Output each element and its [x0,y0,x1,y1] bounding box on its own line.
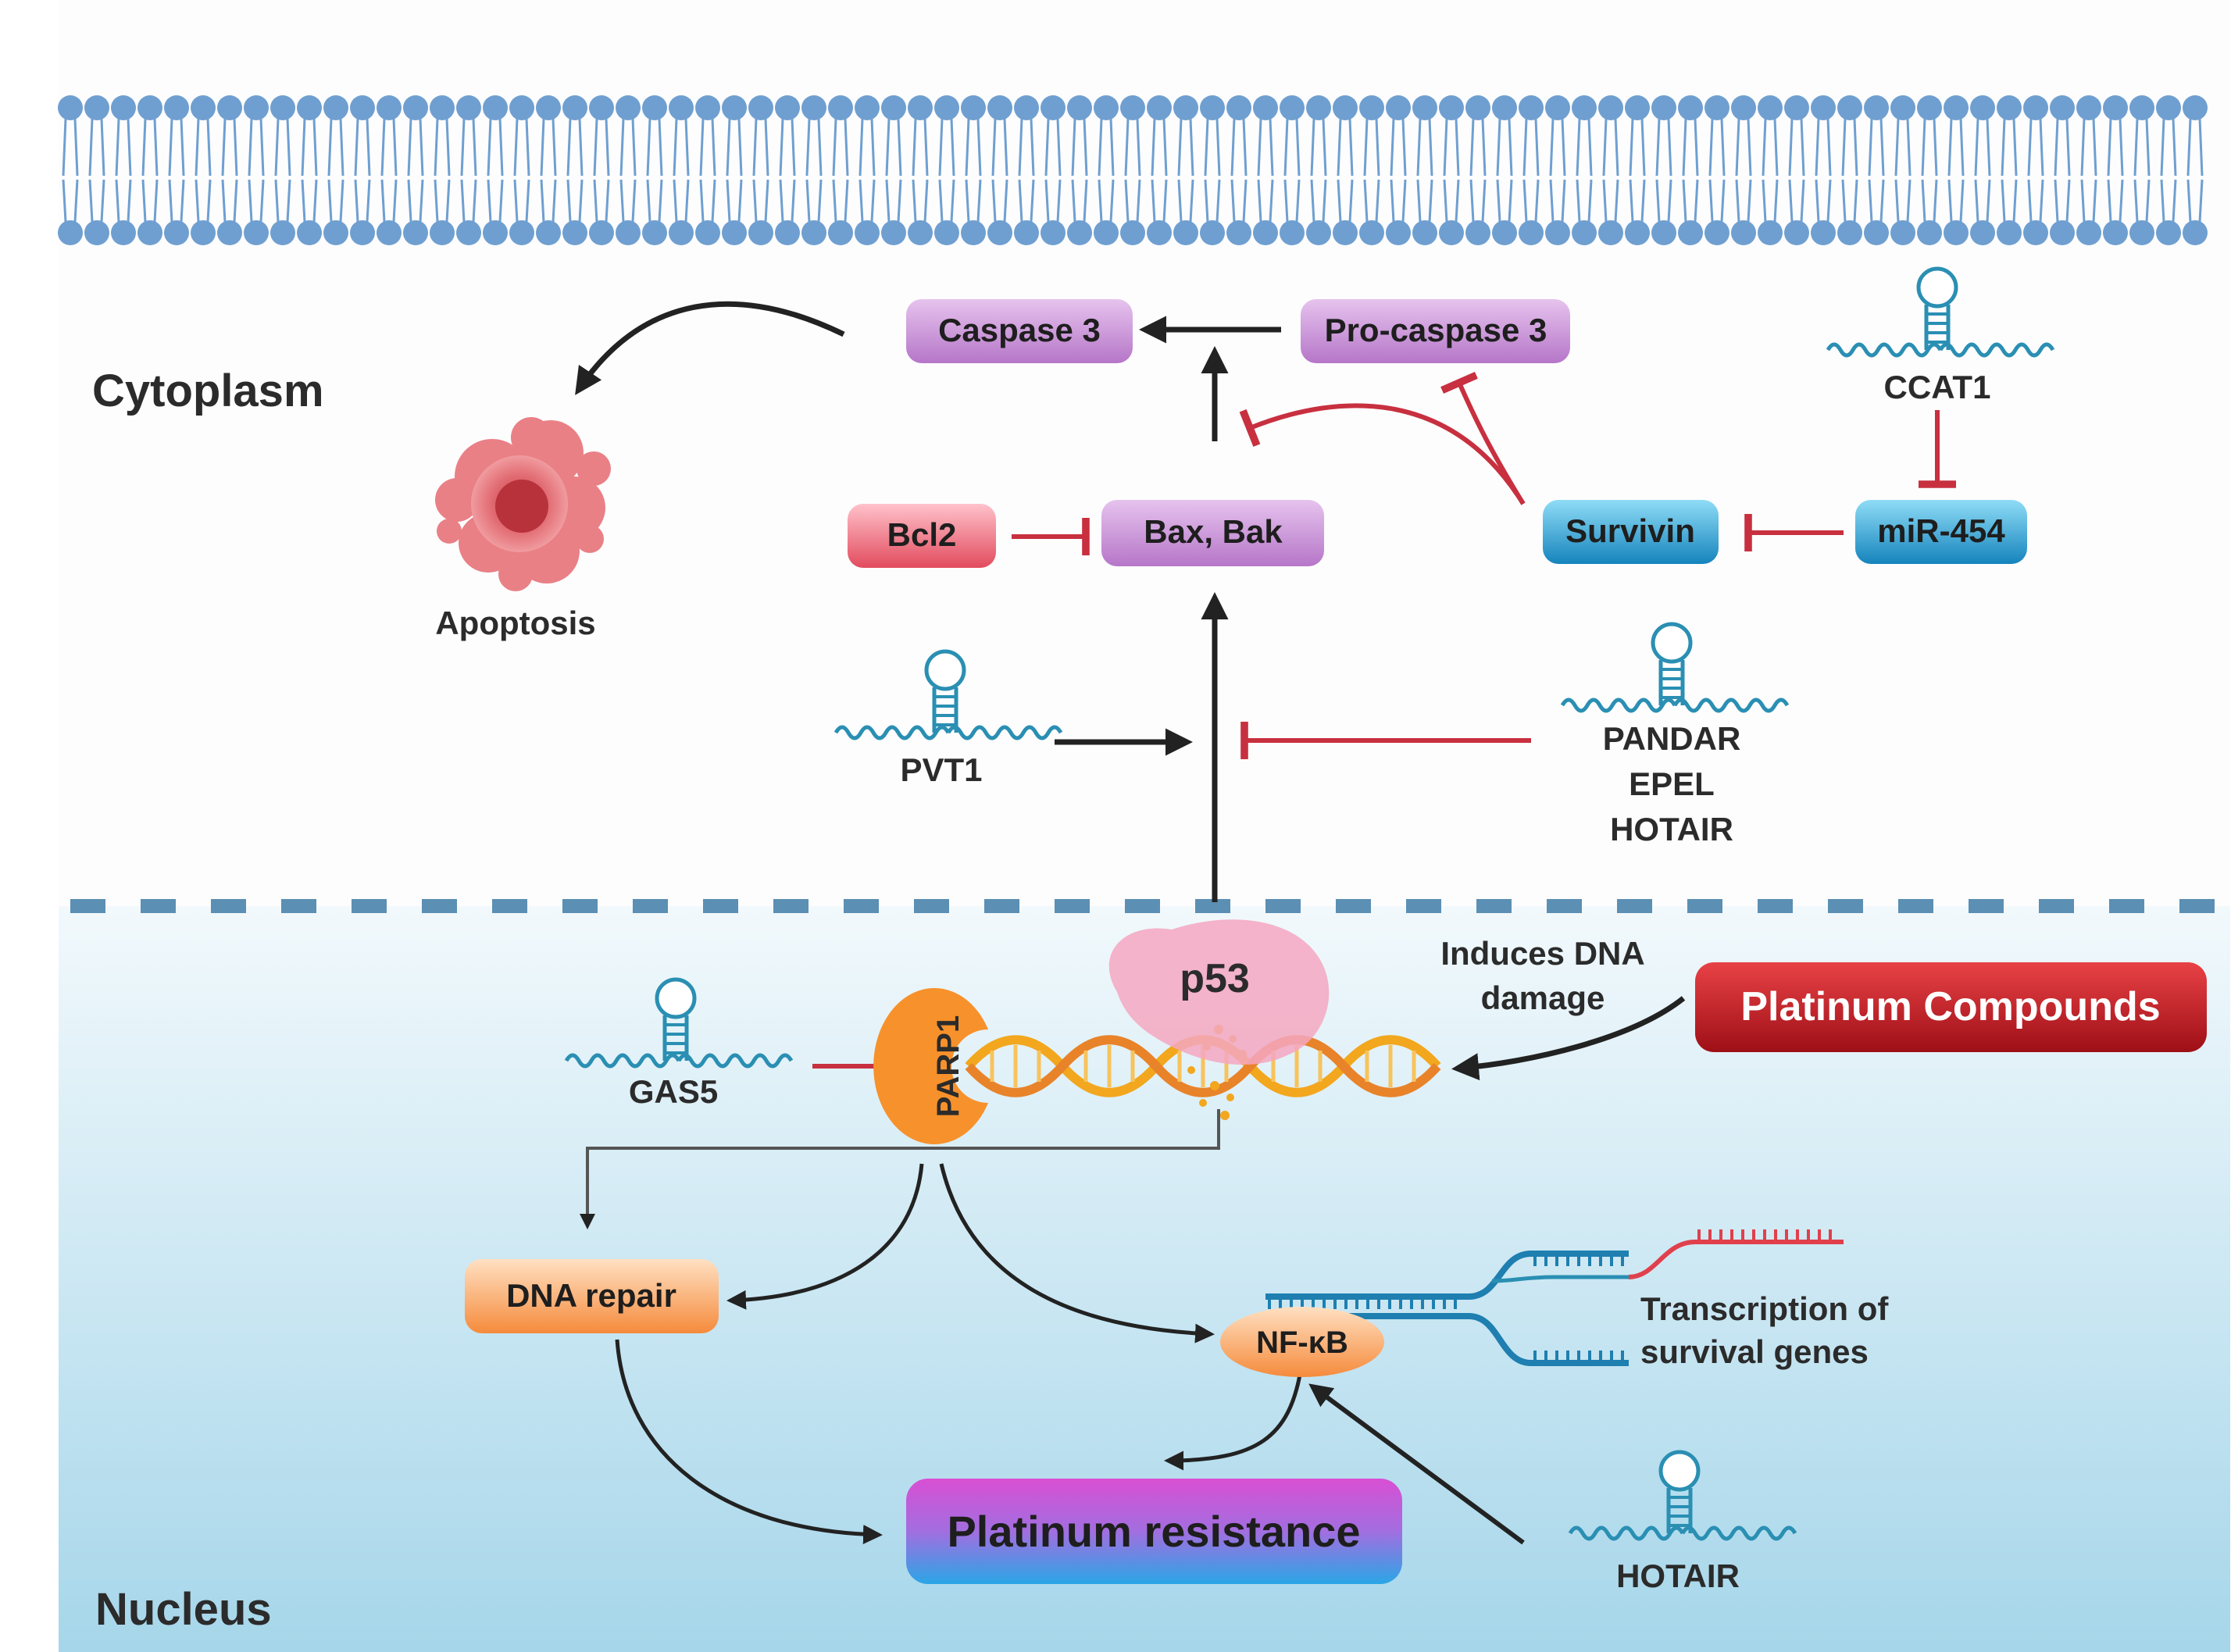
bcl2-node: Bcl2 [848,504,996,568]
dna-repair-node: DNA repair [465,1259,719,1333]
arrow-nfkb-to-resistance [1164,1370,1303,1471]
induces-dna-damage-line1: Induces DNA [1440,935,1644,972]
apoptosis-label: Apoptosis [435,605,595,641]
bcl2-label: Bcl2 [887,516,957,553]
ccat1-label: CCAT1 [1884,369,1991,405]
p53-protein-shape [1108,919,1330,1065]
pandar-label: PANDAR [1603,720,1741,757]
baxbak-label: Bax, Bak [1144,513,1283,550]
parp1-label: PARP1 [931,1015,966,1117]
arrow-hotair-to-nfkb [1308,1383,1525,1545]
pvt1-label: PVT1 [900,751,982,788]
survivin-label: Survivin [1565,512,1695,549]
transcription-label-line2: survival genes [1640,1333,1869,1370]
arrow-parp1-to-nfkb [939,1163,1215,1343]
mir454-node: miR-454 [1855,500,2027,564]
procaspase3-label: Pro-caspase 3 [1325,312,1547,348]
dna-repair-label: DNA repair [506,1277,676,1314]
gas5-label: GAS5 [629,1073,718,1110]
arrow-caspase3-to-apoptosis [575,301,845,395]
transcription-label-line1: Transcription of [1640,1290,1889,1327]
region-label-cytoplasm: Cytoplasm [92,366,324,416]
platinum-resistance-label: Platinum resistance [947,1507,1360,1556]
caspase3-label: Caspase 3 [938,312,1101,348]
baxbak-node: Bax, Bak [1101,500,1324,566]
platinum-compounds-node: Platinum Compounds [1695,962,2207,1052]
survivin-node: Survivin [1543,500,1719,564]
procaspase3-node: Pro-caspase 3 [1301,299,1570,363]
platinum-resistance-node: Platinum resistance [906,1479,1402,1584]
inhibit-survivin-procaspase [1440,371,1526,505]
transcription-fork-dna [1265,1229,1844,1366]
nfkb-node: NF-κB [1220,1307,1384,1377]
mir454-label: miR-454 [1877,512,2005,549]
parp1-protein-shape [873,987,988,1144]
arrow-parp1-to-repair [726,1163,924,1310]
region-label-nucleus: Nucleus [95,1584,272,1635]
arrow-platinum-to-dna [1451,996,1686,1081]
hotair-bottom-label: HOTAIR [1616,1557,1740,1594]
hotair-top-label: HOTAIR [1610,811,1733,847]
apoptosis-cell-icon [435,417,611,591]
cell-membrane [58,95,2208,245]
induces-dna-damage-line2: damage [1481,979,1605,1016]
p53-label: p53 [1180,956,1250,1001]
platinum-compounds-label: Platinum Compounds [1740,984,2160,1029]
arrow-dna-to-repair-elbow [580,1109,1220,1229]
inhibit-survivin-baxbak [1239,403,1526,505]
epel-label: EPEL [1629,765,1715,802]
arrow-repair-to-resistance [615,1339,883,1544]
nfkb-label: NF-κB [1256,1326,1348,1360]
caspase3-node: Caspase 3 [906,299,1133,363]
